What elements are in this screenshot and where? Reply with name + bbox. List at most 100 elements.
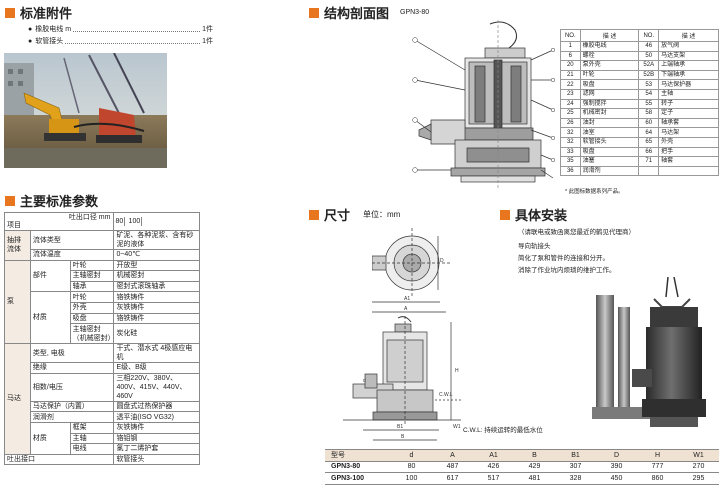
pump-side-view-drawing: H d C.W.L B1 B W1 [343,316,461,441]
part-description: 润滑剂 [579,165,640,177]
part-number: 52A [638,60,660,71]
bullet-icon: ● [28,25,33,33]
spec-corner-cell: 吐出口径 mm 项目 [3,212,115,231]
main-params-title: 主要标准参数 [5,191,98,210]
part-description: 吸盘 [579,146,640,158]
part-description: 油封 [579,117,640,129]
dimensions-cell: 295 [678,472,719,485]
accessory-cable-row: ● 橡胶电线 m 1件 [28,25,213,34]
part-description: 上端轴承 [658,60,719,71]
part-number: 53 [638,79,660,90]
spec-table: 吐出口径 mm 项目 80 100 抽排流体 流体类型 矿泥、各种泥浆、含有砂泥… [3,212,200,466]
part-number [638,165,660,177]
dimensions-cell: 型号 [325,449,391,462]
part-number: 23 [560,88,581,100]
part-description: 轴套 [658,156,719,167]
part-description: 放气阀 [658,41,719,52]
square-bullet-icon [309,209,319,220]
part-number: 50 [638,50,660,62]
part-number: 32 [560,127,581,138]
guide-rail-install-photo [592,277,706,427]
part-number: 71 [638,156,660,167]
dimensions-cell: D [596,449,637,462]
dimensions-cell: A1 [473,449,514,462]
part-description: 转子 [658,98,719,110]
part-description: 软管接头 [579,136,640,148]
part-number: 6 [560,50,581,62]
dimensions-cell: 429 [514,461,555,473]
part-number: 1 [560,41,581,52]
part-number: 20 [560,60,581,71]
install-title: 具体安装 [500,205,567,224]
install-line2: 简化了泵和管件的连接和分开。 [518,255,609,262]
part-number: 66 [638,146,660,158]
cwl-label: C.W.L [439,392,453,398]
dimensions-cell: 328 [555,472,596,485]
part-description: 螺栓 [579,50,640,62]
part-number: 32 [560,136,581,148]
dimensions-cell: 860 [637,472,678,485]
dimensions-title: 尺寸 单位：mm [309,205,400,224]
dimensions-cell: 487 [432,461,473,473]
pump-top-view-drawing: A1 A D [372,228,452,313]
part-description: 下端轴承 [658,69,719,81]
part-description: 油室 [579,127,640,138]
dimensions-cell: 450 [596,472,637,485]
part-number: 21 [560,69,581,81]
dim-letter-w1: W1 [453,424,461,430]
pump-cross-section-drawing [412,20,555,188]
dimensions-cell: 617 [432,472,473,485]
part-number: 33 [560,146,581,158]
dim-letter-d-small: d [363,378,366,384]
dim-letter-b1: B1 [397,424,403,430]
part-description: 橡胶电线 [579,41,640,52]
dim-letter-a: A [404,306,408,312]
part-description: 机械密封 [579,108,640,119]
part-description: 马达架 [658,127,719,138]
dimensions-cell: 80 [391,461,432,473]
dimensions-cell: 517 [473,472,514,485]
dimensions-cell: 426 [473,461,514,473]
dimensions-cell: 481 [514,472,555,485]
part-number: 25 [560,108,581,119]
part-description [658,165,719,177]
part-number: 52B [638,69,660,81]
dimensions-cell: GPN3-80 [325,461,391,473]
dimensions-cell: H [637,449,678,462]
part-description: 强制搅拌 [579,98,640,110]
part-number: 46 [638,41,660,52]
dimensions-cell: W1 [678,449,719,462]
dimensions-cell: 100 [391,472,432,485]
part-description: 外壳 [658,136,719,148]
part-number: 64 [638,127,660,138]
cwl-note: C.W.L: 持续运转的最低水位 [463,427,543,434]
part-description: 滤网 [579,88,640,100]
dimensions-cell: GPN3-100 [325,472,391,485]
part-description: 油塞 [579,156,640,167]
part-number: 58 [638,108,660,119]
dim-letter-b: B [401,434,405,440]
construction-site-photo [4,53,167,168]
part-description: 泵外壳 [579,60,640,71]
accessory-hose-row: ● 软管接头 1件 [28,37,213,46]
dimensions-cell: d [391,449,432,462]
part-number: 54 [638,88,660,100]
dim-letter-d: D [440,258,444,264]
install-note: （请联电或致函离您最近的鹤见代理商） [518,229,635,236]
dimensions-cell: B [514,449,555,462]
